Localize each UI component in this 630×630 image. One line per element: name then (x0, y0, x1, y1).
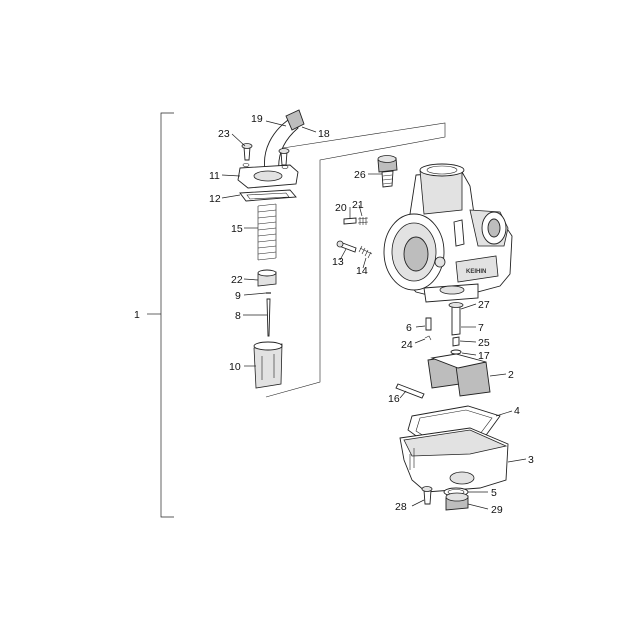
callout-17: 17 (478, 350, 490, 362)
drain-plug (445, 492, 469, 511)
pilot-screw-parts (336, 217, 373, 259)
callout-labels: 1 2 3 4 5 6 7 8 9 10 11 12 13 14 15 16 1… (134, 113, 534, 516)
callout-23: 23 (218, 128, 230, 140)
callout-1: 1 (134, 309, 140, 321)
assembly-bracket (147, 112, 174, 518)
callout-22: 22 (231, 274, 243, 286)
needle-retainer (257, 269, 277, 287)
callout-28: 28 (395, 501, 407, 513)
callout-15: 15 (231, 223, 243, 235)
callout-20: 20 (335, 202, 347, 214)
float (427, 353, 491, 397)
float-pin (395, 383, 425, 399)
callout-2: 2 (508, 369, 514, 381)
float-bowl (399, 427, 509, 493)
callout-7: 7 (478, 322, 484, 334)
carburetor-body: KEIHIN (383, 163, 513, 303)
callout-8: 8 (235, 310, 241, 322)
jet-needle (266, 292, 271, 337)
slide-group-frame (265, 122, 446, 398)
callout-14: 14 (356, 265, 368, 277)
callout-13: 13 (332, 256, 344, 268)
callout-11: 11 (209, 170, 220, 182)
callout-12: 12 (209, 193, 221, 205)
callout-19: 19 (251, 113, 263, 125)
callout-5: 5 (491, 487, 497, 499)
main-jet-parts (424, 302, 464, 355)
callout-27: 27 (478, 299, 490, 311)
callout-9: 9 (235, 290, 241, 302)
svg-text:KEIHIN: KEIHIN (466, 269, 486, 275)
callout-26: 26 (354, 169, 366, 181)
callout-21: 21 (352, 199, 364, 211)
callout-29: 29 (491, 504, 503, 516)
idle-adjust-screw (377, 155, 398, 188)
slide-spring (257, 203, 277, 261)
drain-screw (421, 486, 433, 505)
callout-3: 3 (528, 454, 534, 466)
callout-25: 25 (478, 337, 490, 349)
callout-6: 6 (406, 322, 412, 334)
leader-lines (221, 120, 527, 510)
callout-16: 16 (388, 393, 400, 405)
cap-gasket (239, 189, 297, 202)
throttle-cap-assembly (237, 109, 305, 189)
callout-4: 4 (514, 405, 520, 417)
throttle-slide (253, 341, 283, 389)
callout-10: 10 (229, 361, 241, 373)
callout-18: 18 (318, 128, 330, 140)
callout-24: 24 (401, 339, 413, 351)
